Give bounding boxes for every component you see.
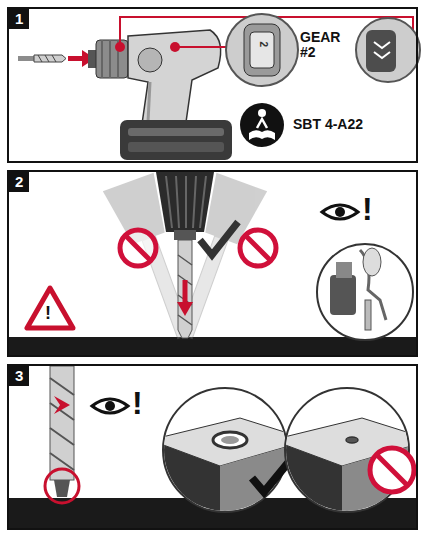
- prohibited-sign: [240, 230, 276, 266]
- drill-bit: [54, 480, 70, 497]
- prohibited-sign: [120, 230, 156, 266]
- drill-bit: [18, 55, 66, 62]
- step-panel: 3: [7, 364, 418, 530]
- gear-zoom: [226, 14, 298, 86]
- drill-body: [96, 40, 128, 78]
- drill-chuck: [166, 176, 206, 228]
- hand-zoom: [330, 275, 356, 315]
- insert-arrow: [68, 56, 84, 61]
- wrong-hole-zoom: [272, 388, 425, 530]
- attention-mark: !: [362, 192, 382, 227]
- leader-line: [175, 46, 226, 48]
- step-panel: 2: [7, 170, 418, 357]
- eye-icon: [322, 205, 358, 219]
- drill-chuck: [156, 172, 214, 338]
- drill-chuck: [178, 255, 192, 325]
- leader-line: [170, 42, 180, 52]
- gear-zoom: [226, 14, 298, 86]
- drill-bit: [45, 469, 79, 503]
- drill-bit: [50, 366, 74, 480]
- prohibited-sign: [245, 235, 271, 261]
- step-number: 1: [9, 9, 29, 29]
- instruction-text: GEAR #2: [300, 30, 355, 61]
- correct-hole-zoom: [221, 436, 239, 444]
- wrong-hole-zoom: [370, 448, 414, 492]
- hand-zoom: [317, 244, 413, 340]
- eye-icon: [105, 401, 115, 411]
- manual-icon: [249, 130, 275, 140]
- drill-body: [88, 30, 232, 160]
- drill-bit: [45, 366, 79, 503]
- attention-mark: !: [45, 304, 57, 324]
- hand-zoom: [330, 248, 386, 330]
- step-number: 3: [9, 366, 29, 386]
- eye-icon: [322, 205, 358, 219]
- check-mark: [200, 222, 238, 255]
- down-arrow: [177, 280, 193, 316]
- instruction-text: SBT 4-A22: [293, 117, 403, 132]
- wrong-hole-zoom: [272, 418, 425, 530]
- drill-body: [128, 30, 221, 124]
- manual-icon: [240, 103, 284, 147]
- correct-hole-zoom: [213, 432, 247, 448]
- drill-chuck: [174, 230, 196, 240]
- down-arrow: [183, 280, 188, 305]
- mode-zoom: [366, 30, 396, 72]
- drill-body: [120, 120, 232, 160]
- drill-body: [128, 128, 224, 136]
- drill-chuck: [178, 240, 192, 338]
- drill-body: [138, 48, 162, 72]
- mode-zoom: [374, 42, 390, 58]
- drill-bit: [38, 55, 56, 62]
- wrong-hole-zoom: [272, 440, 342, 530]
- correct-hole-zoom: [150, 440, 220, 530]
- gear-zoom: [250, 32, 274, 68]
- prohibited-sign: [240, 230, 276, 266]
- down-arrow: [177, 302, 193, 316]
- drill-chuck: [156, 172, 214, 232]
- prohibited-sign: [125, 235, 151, 261]
- mode-zoom: [356, 18, 420, 82]
- manual-icon: [257, 119, 267, 128]
- gear-zoom: [244, 24, 280, 76]
- hand-zoom: [317, 244, 413, 340]
- step-panel: 1: [7, 7, 418, 163]
- manual-icon: [240, 103, 284, 147]
- leader-line: [115, 42, 125, 52]
- hand-zoom: [363, 248, 381, 276]
- eye-icon: [92, 399, 128, 413]
- mode-zoom: [356, 18, 420, 82]
- drill-bit: [50, 378, 74, 470]
- attention-mark: !: [132, 386, 152, 421]
- wrong-hole-zoom: [346, 437, 358, 443]
- drill-body: [128, 142, 224, 152]
- step-number: 2: [9, 172, 29, 192]
- manual-icon: [258, 109, 266, 117]
- drill-bit: [54, 396, 70, 414]
- hand-zoom: [336, 262, 352, 278]
- drill-bit: [18, 56, 34, 61]
- hand-zoom: [365, 300, 371, 330]
- wrong-hole-zoom: [342, 440, 425, 530]
- eye-icon: [335, 207, 345, 217]
- warning-triangle: [27, 288, 73, 328]
- wrong-hole-zoom: [377, 455, 407, 485]
- eye-icon: [92, 399, 128, 413]
- gear-number: 2: [258, 42, 269, 56]
- drill-bit: [34, 55, 66, 62]
- drill-body: [148, 82, 150, 122]
- prohibited-sign: [120, 230, 156, 266]
